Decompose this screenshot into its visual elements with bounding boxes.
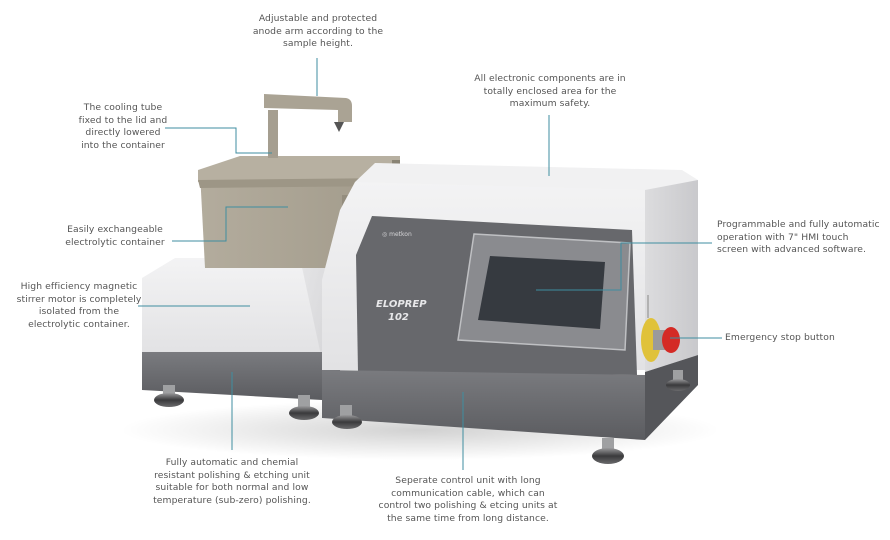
foot — [332, 405, 362, 429]
model-number: 102 — [388, 312, 409, 323]
brand-logo: ◎ metkon — [382, 231, 412, 238]
leader-container — [172, 206, 288, 242]
callout-stirrer: High efficiency magnetic stirrer motor i… — [16, 281, 142, 330]
emergency-stop-button[interactable] — [641, 295, 680, 362]
foot — [154, 385, 184, 407]
hmi-screen[interactable] — [478, 256, 605, 329]
callout-container: Easily exchangeable electrolytic contain… — [65, 224, 165, 248]
callout-hmi: Programmable and fully automatic operati… — [717, 219, 880, 255]
leader-hmi — [536, 242, 712, 291]
leader-cooling-tube — [165, 127, 272, 154]
callout-polishing-unit: Fully automatic and chemial resistant po… — [153, 457, 311, 506]
foot — [592, 438, 624, 464]
anode-arm — [264, 94, 352, 158]
foot — [666, 370, 690, 391]
callout-estop: Emergency stop button — [725, 332, 835, 343]
control-unit — [322, 163, 698, 464]
foot — [289, 395, 319, 420]
callout-control-unit: Seperate control unit with long communic… — [378, 475, 558, 524]
model-name: ELOPREP — [376, 299, 427, 310]
callout-cooling-tube: The cooling tube fixed to the lid and di… — [78, 102, 168, 151]
leader-lines — [138, 58, 722, 470]
callout-electronics: All electronic components are in totally… — [474, 73, 626, 109]
callout-anode-arm: Adjustable and protected anode arm accor… — [252, 13, 384, 49]
